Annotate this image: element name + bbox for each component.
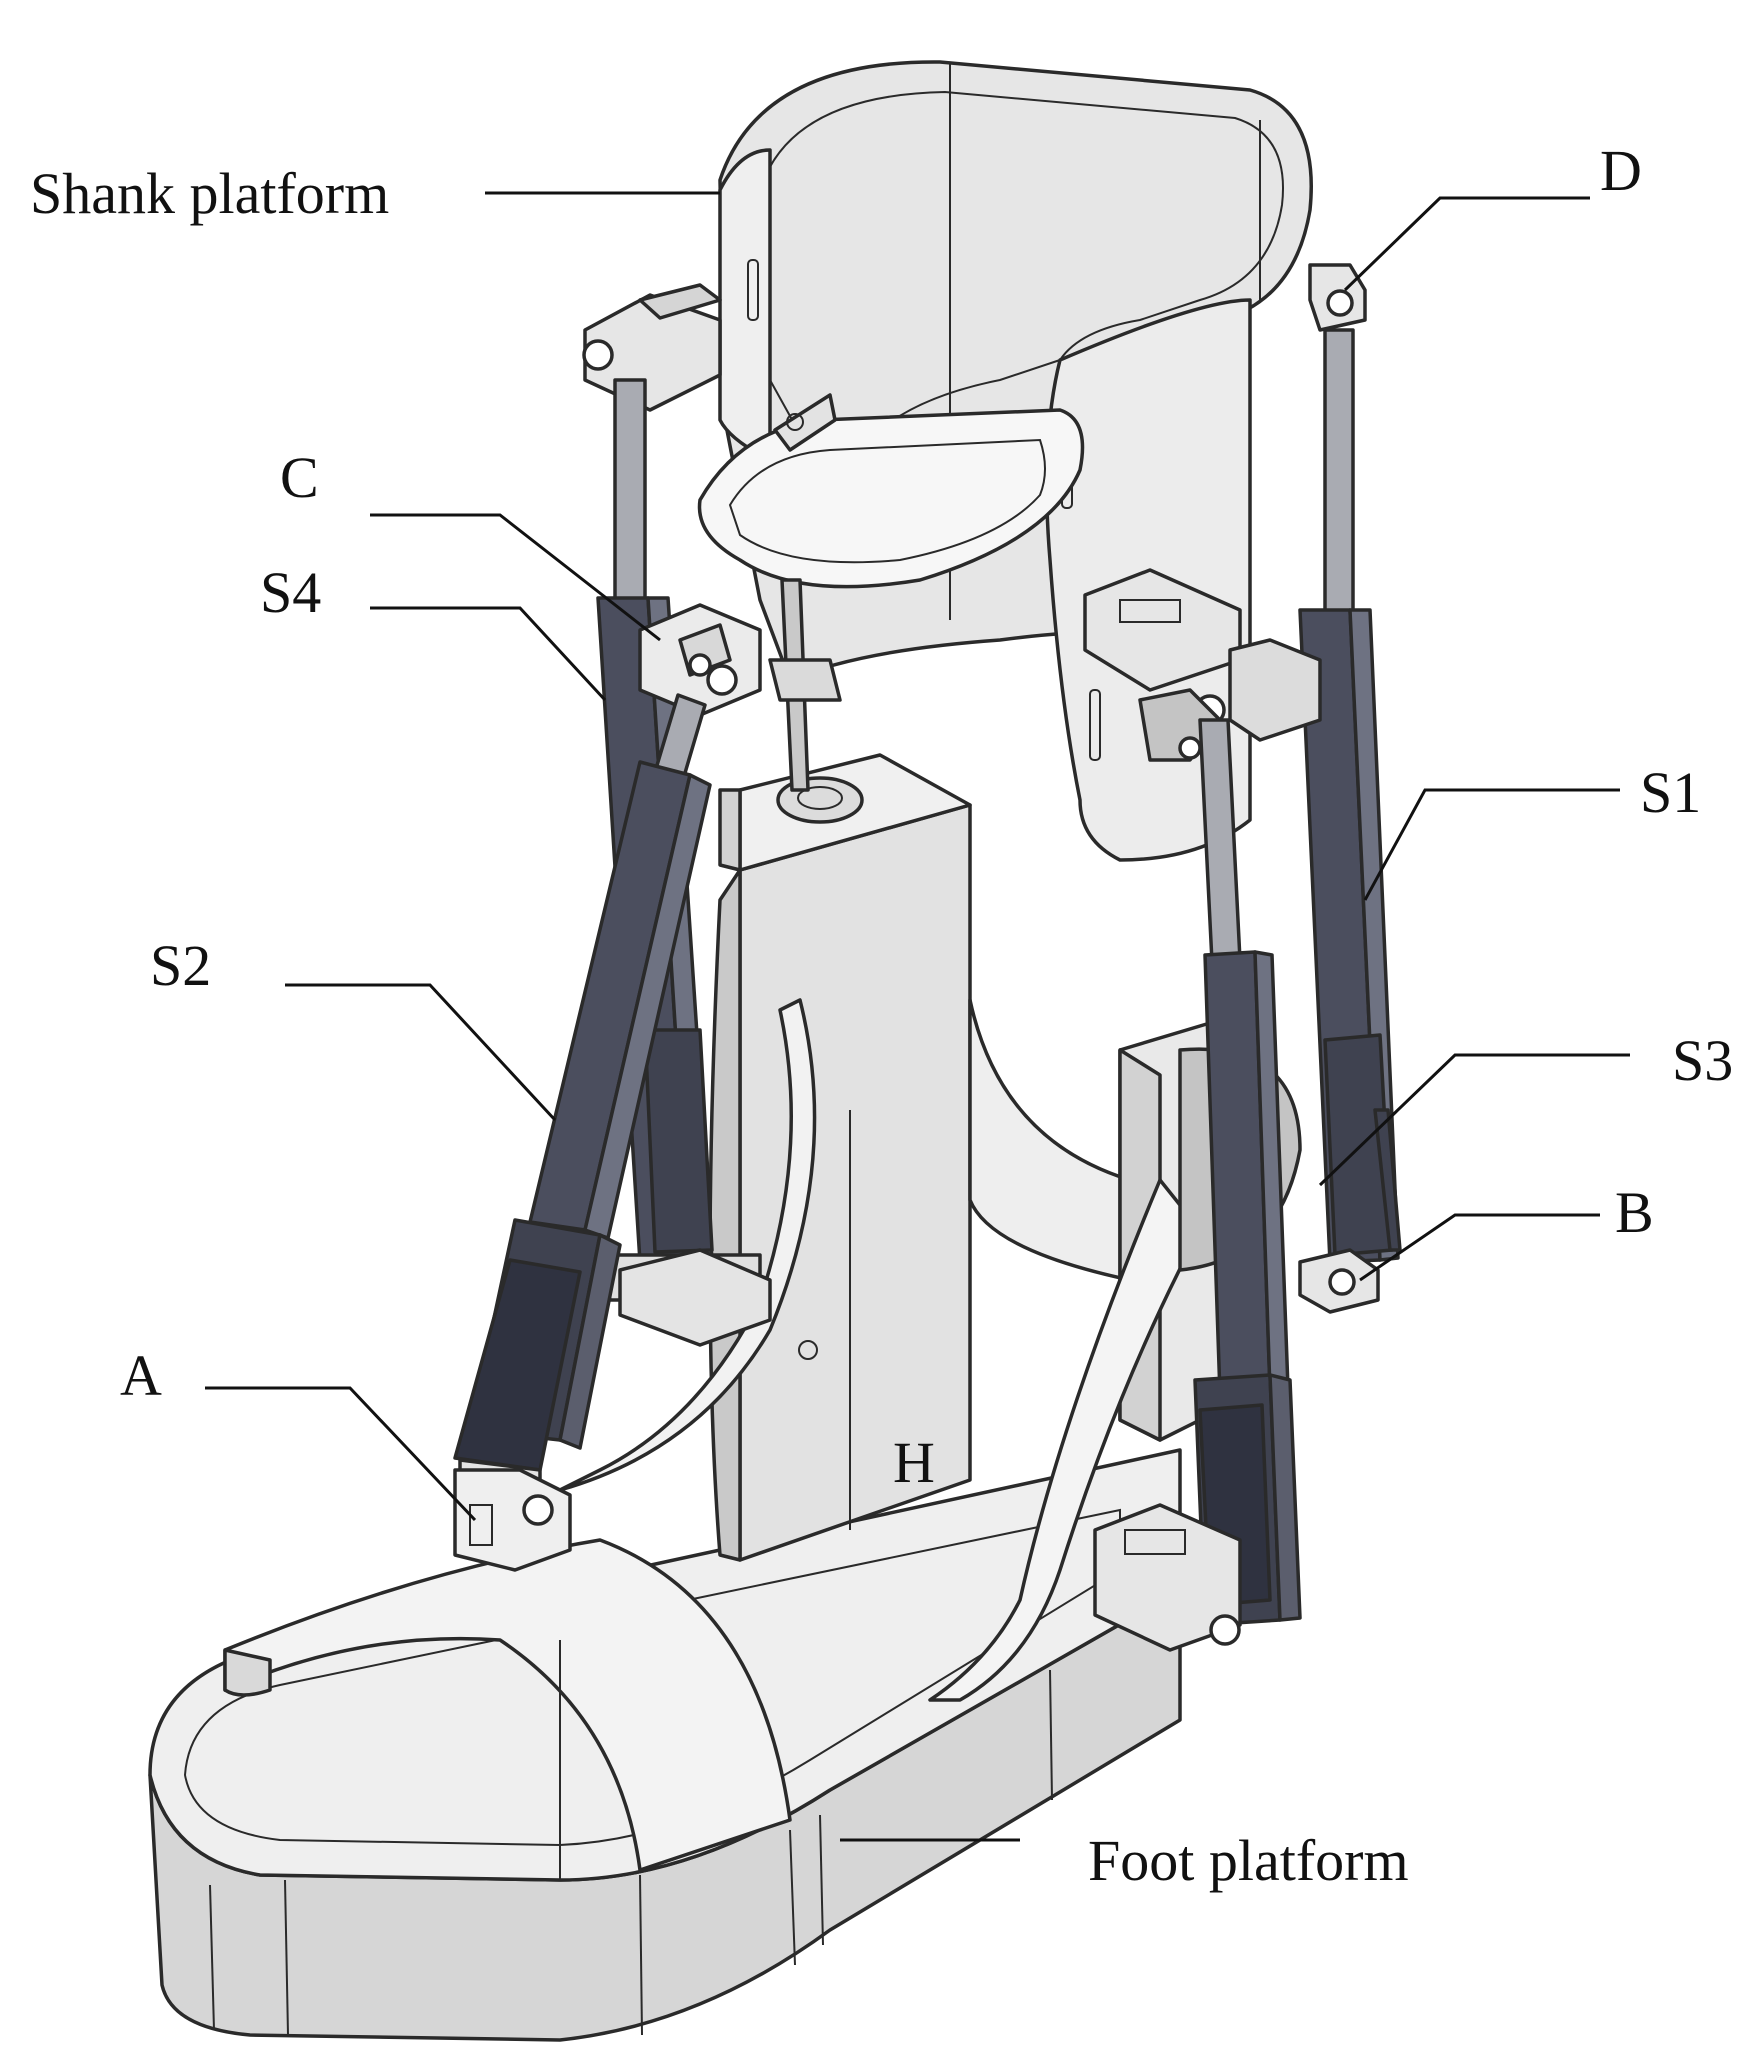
joint-a: [453, 1468, 572, 1572]
shank-cuff-inner: [758, 90, 1284, 472]
foot-strap: [223, 1538, 792, 1880]
label-c: C: [280, 445, 319, 510]
actuator-s2: [453, 693, 712, 1532]
leader-b: [1359, 1213, 1600, 1282]
right-upper-bracket: [1308, 263, 1367, 332]
leader-c: [370, 513, 661, 642]
label-s3: S3: [1672, 1028, 1733, 1093]
actuator-s1: [1298, 328, 1402, 1264]
leader-s4: [370, 606, 607, 702]
label-foot-platform: Foot platform: [1088, 1828, 1409, 1893]
labels: Shank platform Foot platform D C S4 S1 S…: [30, 138, 1733, 1893]
label-s4: S4: [260, 560, 321, 625]
joint-c: [638, 603, 762, 717]
leader-s2: [285, 983, 557, 1122]
label-s1: S1: [1640, 760, 1701, 825]
foot-strap-band: [223, 1538, 792, 1872]
right-lower-bracket: [1093, 1503, 1242, 1652]
heel-column-body: [738, 803, 972, 1562]
leader-s3: [1318, 1053, 1630, 1187]
leader-a: [205, 1386, 477, 1522]
label-a: A: [120, 1343, 162, 1408]
heel-column: [708, 753, 1132, 1562]
joint-b: [1298, 1248, 1380, 1314]
left-upper-bracket: [582, 283, 722, 412]
leader-lines: [205, 191, 1630, 1842]
label-shank-platform: Shank platform: [30, 161, 389, 226]
label-d: D: [1600, 138, 1642, 203]
left-lower-bracket: [618, 1248, 772, 1347]
label-h: H: [893, 1430, 935, 1495]
label-b: B: [1615, 1180, 1654, 1245]
shank-cuff-left-flap: [718, 148, 772, 462]
leader-d: [1343, 196, 1590, 292]
leader-s1: [1363, 788, 1620, 901]
label-s2: S2: [150, 933, 211, 998]
